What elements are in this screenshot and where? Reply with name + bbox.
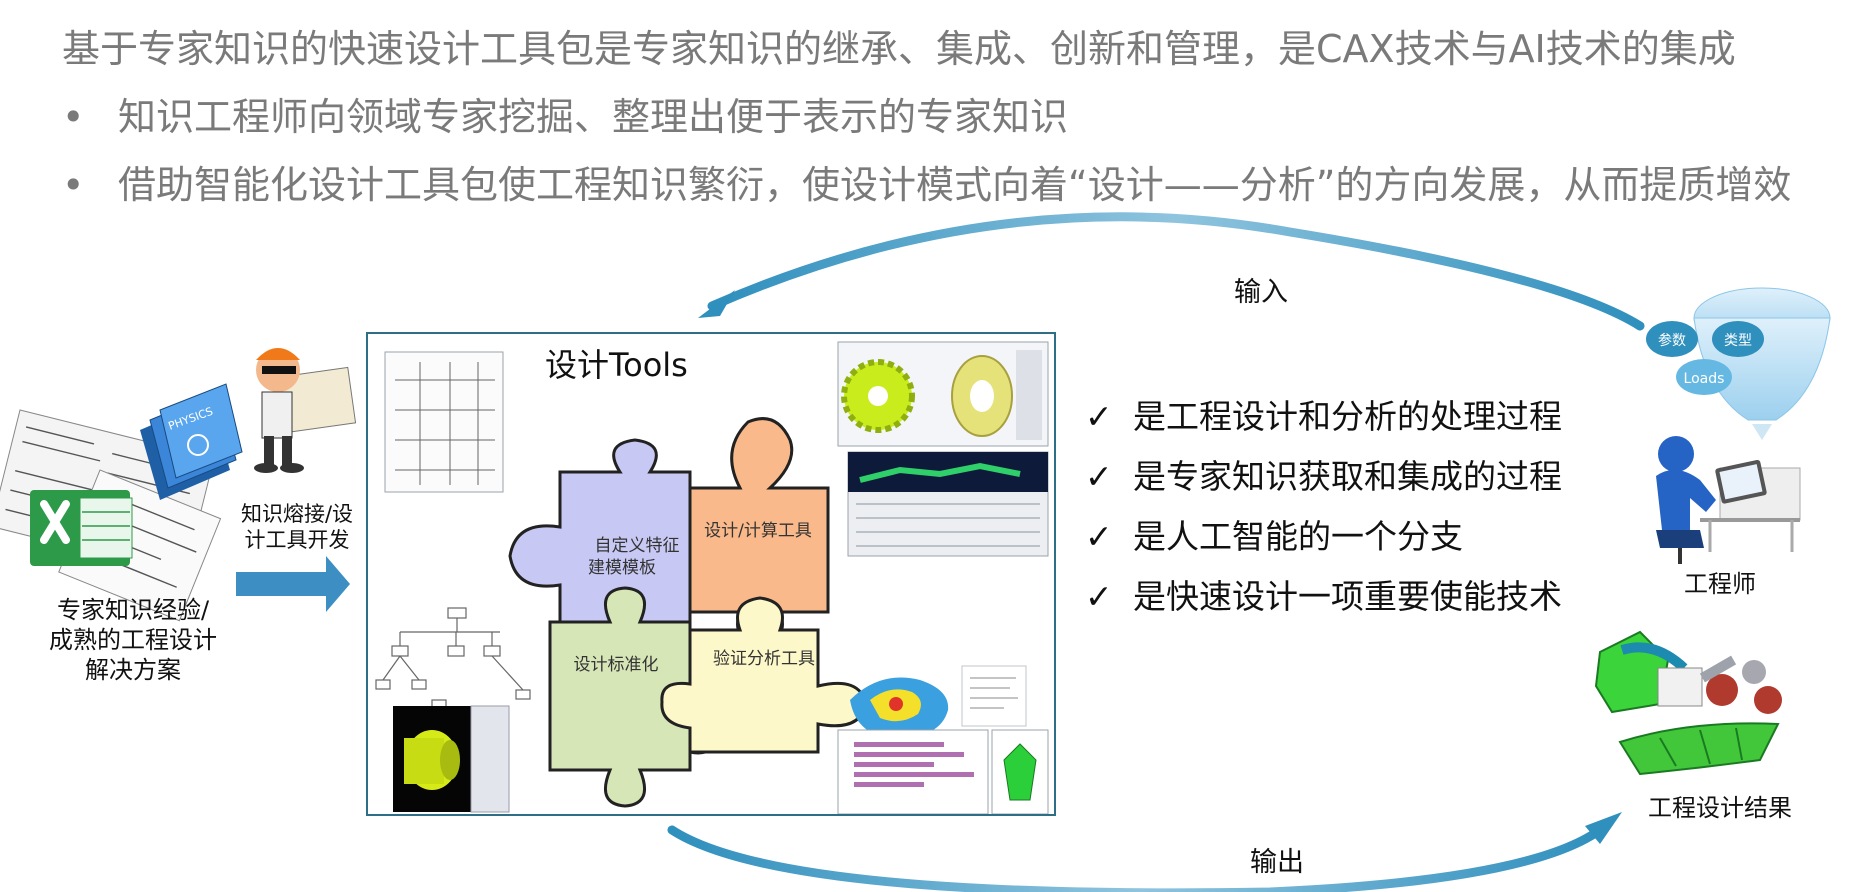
source-label-3: 解决方案	[85, 656, 181, 684]
input-arc	[707, 212, 1645, 331]
arrow-label-1: 知识熔接/设	[240, 502, 354, 526]
header-text: 基于专家知识的快速设计工具包是专家知识的继承、集成、创新和管理，是CAX技术与A…	[62, 27, 1736, 71]
table-sheet-thumbnail	[384, 351, 504, 493]
bar-chart-thumbnail	[837, 729, 1049, 815]
funnel-loads: Loads	[1684, 371, 1725, 387]
check-icon: ✓	[1085, 457, 1113, 496]
physics-book-icon: PHYSICS	[140, 383, 243, 500]
check-item: ✓是快速设计一项重要使能技术	[1085, 577, 1562, 616]
check-item: ✓是人工智能的一个分支	[1085, 517, 1463, 556]
funnel-param: 参数	[1658, 332, 1686, 349]
input-label: 输入	[1234, 277, 1288, 308]
input-arrowhead	[698, 290, 735, 318]
puzzle-label-design-calc: 设计/计算工具	[704, 521, 812, 541]
result-label: 工程设计结果	[1648, 794, 1792, 822]
check-item: ✓是工程设计和分析的处理过程	[1085, 397, 1562, 436]
bullet-item: • 借助智能化设计工具包使工程知识繁衍，使设计模式向着“设计——分析”的方向发展，…	[62, 154, 1791, 209]
output-arc	[667, 821, 1610, 892]
design-tools-title: 设计Tools	[545, 346, 688, 384]
engineer-cartoon-icon	[254, 348, 357, 473]
knowledge-arrow	[236, 556, 350, 612]
puzzle-label-template: 建模模板	[588, 558, 656, 578]
source-label-1: 专家知识经验/	[56, 596, 210, 624]
puzzle-group: 自定义特征 建模模板 设计/计算工具 设计标准化 验证分析工具	[508, 417, 868, 808]
output-label: 输出	[1250, 847, 1304, 878]
puzzle-label-validation: 验证分析工具	[713, 649, 815, 669]
engineering-result-images	[1594, 630, 1782, 776]
input-funnel-icon: 参数 类型 Loads	[1646, 287, 1831, 440]
arrow-label-2: 计工具开发	[244, 528, 350, 552]
check-icon: ✓	[1085, 397, 1113, 436]
engineer-label: 工程师	[1684, 570, 1756, 598]
bullet-dot: •	[62, 163, 85, 207]
design-tools-frame	[366, 332, 1056, 816]
data-sheet-thumbnail	[961, 665, 1027, 727]
check-item: ✓是专家知识获取和集成的过程	[1085, 457, 1562, 496]
bullet-dot: •	[62, 95, 85, 139]
software-window-thumbnail	[847, 451, 1049, 557]
bullet-text: 借助智能化设计工具包使工程知识繁衍，使设计模式向着“设计——分析”的方向发展，从…	[118, 163, 1792, 207]
output-arrowhead	[1585, 812, 1622, 844]
check-icon: ✓	[1085, 577, 1113, 616]
bullet-item: • 知识工程师向领域专家挖掘、整理出便于表示的专家知识	[62, 86, 1068, 141]
engineer-computer-icon	[1656, 436, 1801, 564]
check-icon: ✓	[1085, 517, 1113, 556]
funnel-type: 类型	[1724, 333, 1752, 349]
cylinder-render-thumbnail	[393, 705, 510, 813]
puzzle-label-standardization: 设计标准化	[574, 655, 659, 675]
flowchart-thumbnail	[375, 607, 531, 710]
excel-icon	[30, 490, 133, 566]
puzzle-label-custom-feature: 自定义特征	[595, 536, 680, 556]
gear-render-thumbnail	[837, 341, 1049, 447]
source-label-2: 成熟的工程设计	[49, 626, 217, 654]
bullet-text: 知识工程师向领域专家挖掘、整理出便于表示的专家知识	[118, 95, 1069, 139]
fea-result-thumbnail	[850, 677, 949, 739]
